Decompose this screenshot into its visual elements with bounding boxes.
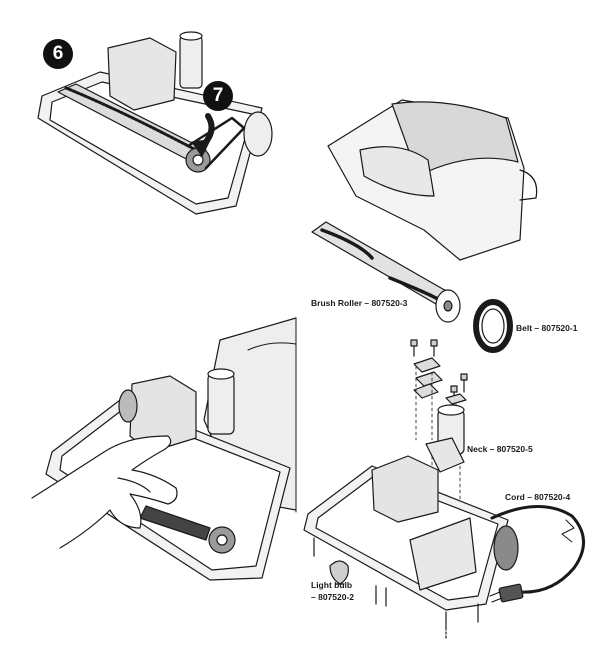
- light-bulb-label-line2: – 807520-2: [311, 592, 355, 602]
- belt-label: Belt – 807520-1: [516, 323, 578, 333]
- light-bulb-label-line1: Light bulb: [311, 580, 353, 590]
- neck-part: [425, 404, 465, 501]
- brush-roller-label: Brush Roller – 807520-3: [311, 298, 408, 308]
- belt-part: [473, 299, 513, 353]
- hand-removal-illustration: [31, 317, 297, 581]
- cord-part: [489, 505, 585, 603]
- top-cover-illustration: [327, 99, 538, 261]
- brush-roller-part: [311, 221, 461, 323]
- bottom-screws: [313, 537, 479, 641]
- exploded-base-illustration: [303, 339, 585, 641]
- neck-label: Neck – 807520-5: [467, 444, 533, 454]
- step-7-badge: 7: [203, 81, 233, 111]
- screws-and-clips: [410, 339, 468, 453]
- light-bulb-part: [329, 560, 349, 585]
- base-with-roller-illustration: [37, 31, 273, 215]
- step-6-badge: 6: [43, 39, 73, 69]
- cord-label: Cord – 807520-4: [505, 492, 571, 502]
